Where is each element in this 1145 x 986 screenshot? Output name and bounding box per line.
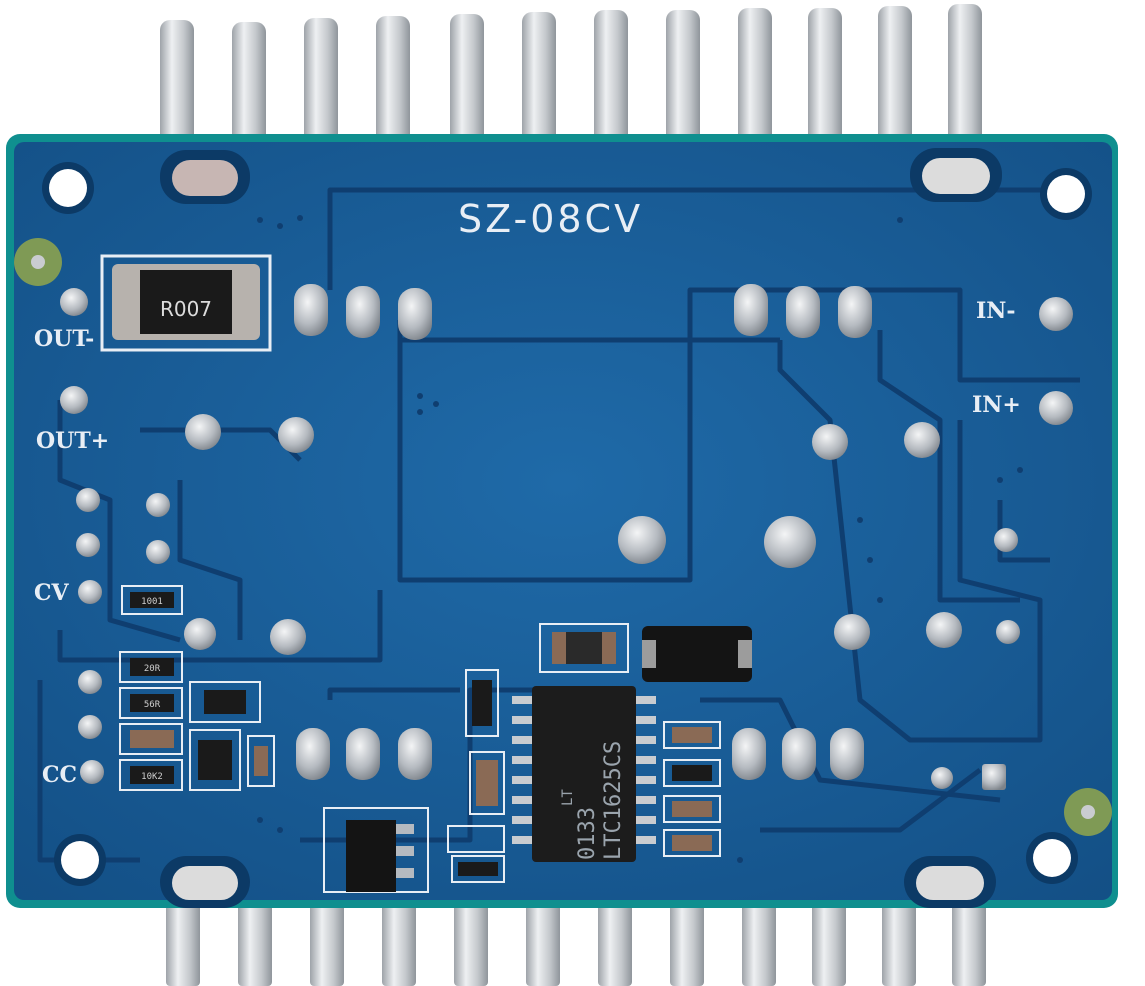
- in-plus-label: IN+: [972, 392, 1021, 418]
- controller-ic: 0133 LTC1625CS LT: [512, 686, 656, 862]
- board-model-label: SZ-08CV: [458, 197, 643, 241]
- via-dots: [257, 215, 1023, 863]
- heatsink-fins-top: [160, 4, 982, 150]
- ic-marking-line1: 0133: [575, 807, 600, 860]
- smd-components-left: 1001 20R 56R 10K2: [119, 585, 275, 791]
- cc-label: CC: [42, 762, 77, 788]
- transistor-pads: [294, 284, 872, 780]
- pcb-board: [14, 142, 1112, 900]
- out-minus-label: OUT-: [34, 326, 94, 352]
- mounting-holes: [42, 148, 1092, 908]
- fiducial-markers: [14, 238, 1112, 836]
- in-minus-label: IN-: [976, 298, 1016, 324]
- shunt-resistor: R007: [100, 254, 272, 352]
- smd-marking-c: 10K2: [141, 772, 163, 782]
- smd-components-right: [663, 721, 721, 857]
- heatsink-fins-bottom: [166, 900, 986, 986]
- smd-marking-b: 56R: [144, 700, 161, 710]
- out-plus-label: OUT+: [36, 428, 109, 454]
- ic-logo: LT: [560, 789, 576, 806]
- resistor-marking: R007: [160, 297, 212, 321]
- through-hole-pads: [60, 288, 1073, 790]
- ic-marking-line2: LTC1625CS: [601, 741, 626, 860]
- smd-marking-cv: 1001: [141, 597, 163, 607]
- smd-marking-a: 20R: [144, 664, 161, 674]
- smd-components-center: [323, 623, 752, 893]
- cv-label: CV: [34, 580, 70, 606]
